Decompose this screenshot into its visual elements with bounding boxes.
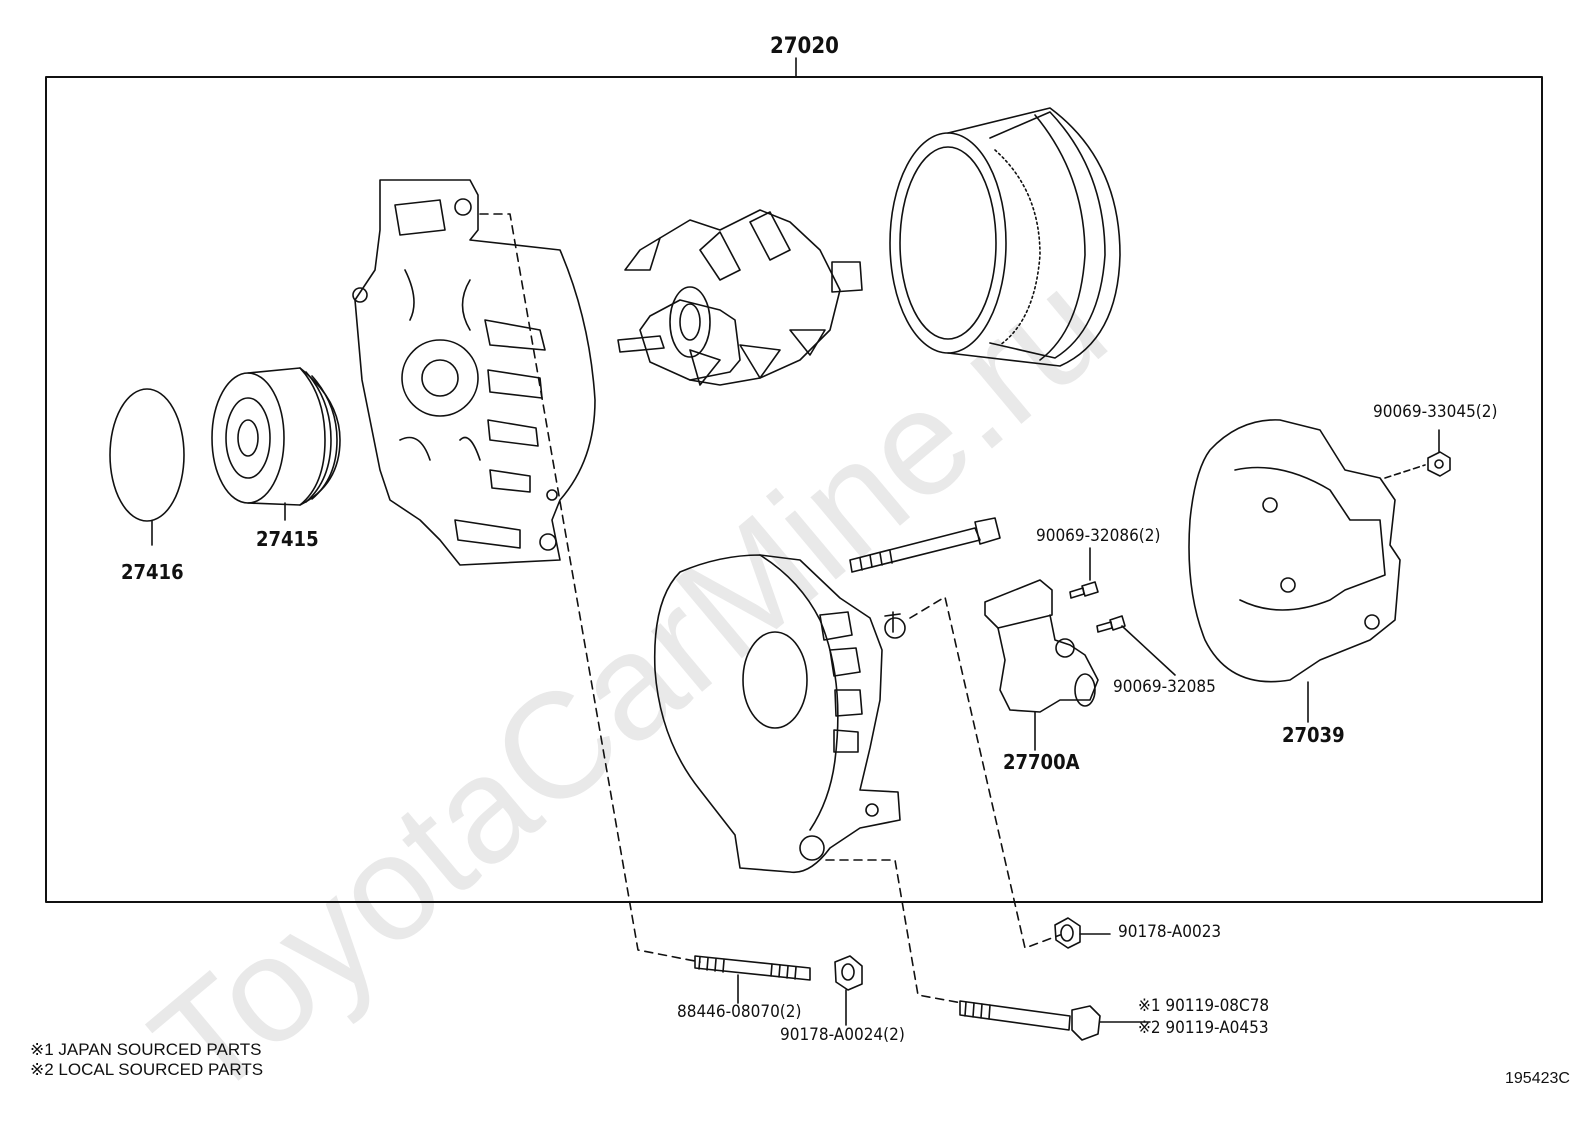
part-label-90119-A0453: ※2 90119-A0453: [1138, 1018, 1269, 1038]
note-local-sourced: ※2 LOCAL SOURCED PARTS: [30, 1060, 264, 1079]
part-label-88446-08070: 88446-08070(2): [677, 1002, 802, 1022]
screw-32085-drawing: [1096, 615, 1176, 676]
diagram-code: 195423C: [1505, 1070, 1570, 1087]
part-label-90178-A0023: 90178-A0023: [1118, 922, 1222, 942]
stud-88446-08070-drawing: [694, 955, 811, 1004]
nut-90178-A0023-drawing: [1054, 917, 1111, 949]
guide-lines: [479, 213, 1061, 1004]
part-label-27415: 27415: [256, 527, 319, 551]
assembly-frame: [45, 76, 1543, 903]
through-bolt-drawing: [849, 517, 1001, 573]
part-label-90069-32085: 90069-32085: [1113, 677, 1216, 697]
part-label-27039: 27039: [1282, 723, 1345, 747]
part-label-27700A: 27700A: [1003, 750, 1080, 774]
rear-cover-27039-drawing: [1188, 419, 1401, 723]
part-label-90069-32086: 90069-32086(2): [1036, 526, 1161, 546]
part-label-27416: 27416: [121, 560, 184, 584]
nut-90178-A0024-drawing: [834, 955, 863, 1026]
part-label-90069-33045: 90069-33045(2): [1373, 402, 1498, 422]
stator-drawing: [889, 107, 1121, 367]
drive-end-frame-drawing: [352, 179, 596, 566]
parts-diagram: ToyotaCarMine.ru: [30, 34, 1570, 1130]
assembly-label-27020: 27020: [770, 34, 839, 59]
cap-27416-drawing: [109, 388, 185, 546]
regulator-27700A-drawing: [984, 579, 1099, 751]
rotor-drawing: [617, 209, 863, 386]
note-japan-sourced: ※1 JAPAN SOURCED PARTS: [30, 1040, 262, 1059]
nut-90069-33045-drawing: [1384, 429, 1451, 479]
bolt-90119-drawing: [959, 1000, 1151, 1041]
part-label-90178-A0024: 90178-A0024(2): [780, 1025, 905, 1045]
diagram-drawing: [45, 57, 1543, 1041]
screw-32086-drawing: [1069, 547, 1099, 599]
rectifier-end-frame-drawing: [653, 554, 906, 874]
pulley-27415-drawing: [211, 367, 341, 521]
part-label-90119-08C78: ※1 90119-08C78: [1138, 996, 1270, 1016]
